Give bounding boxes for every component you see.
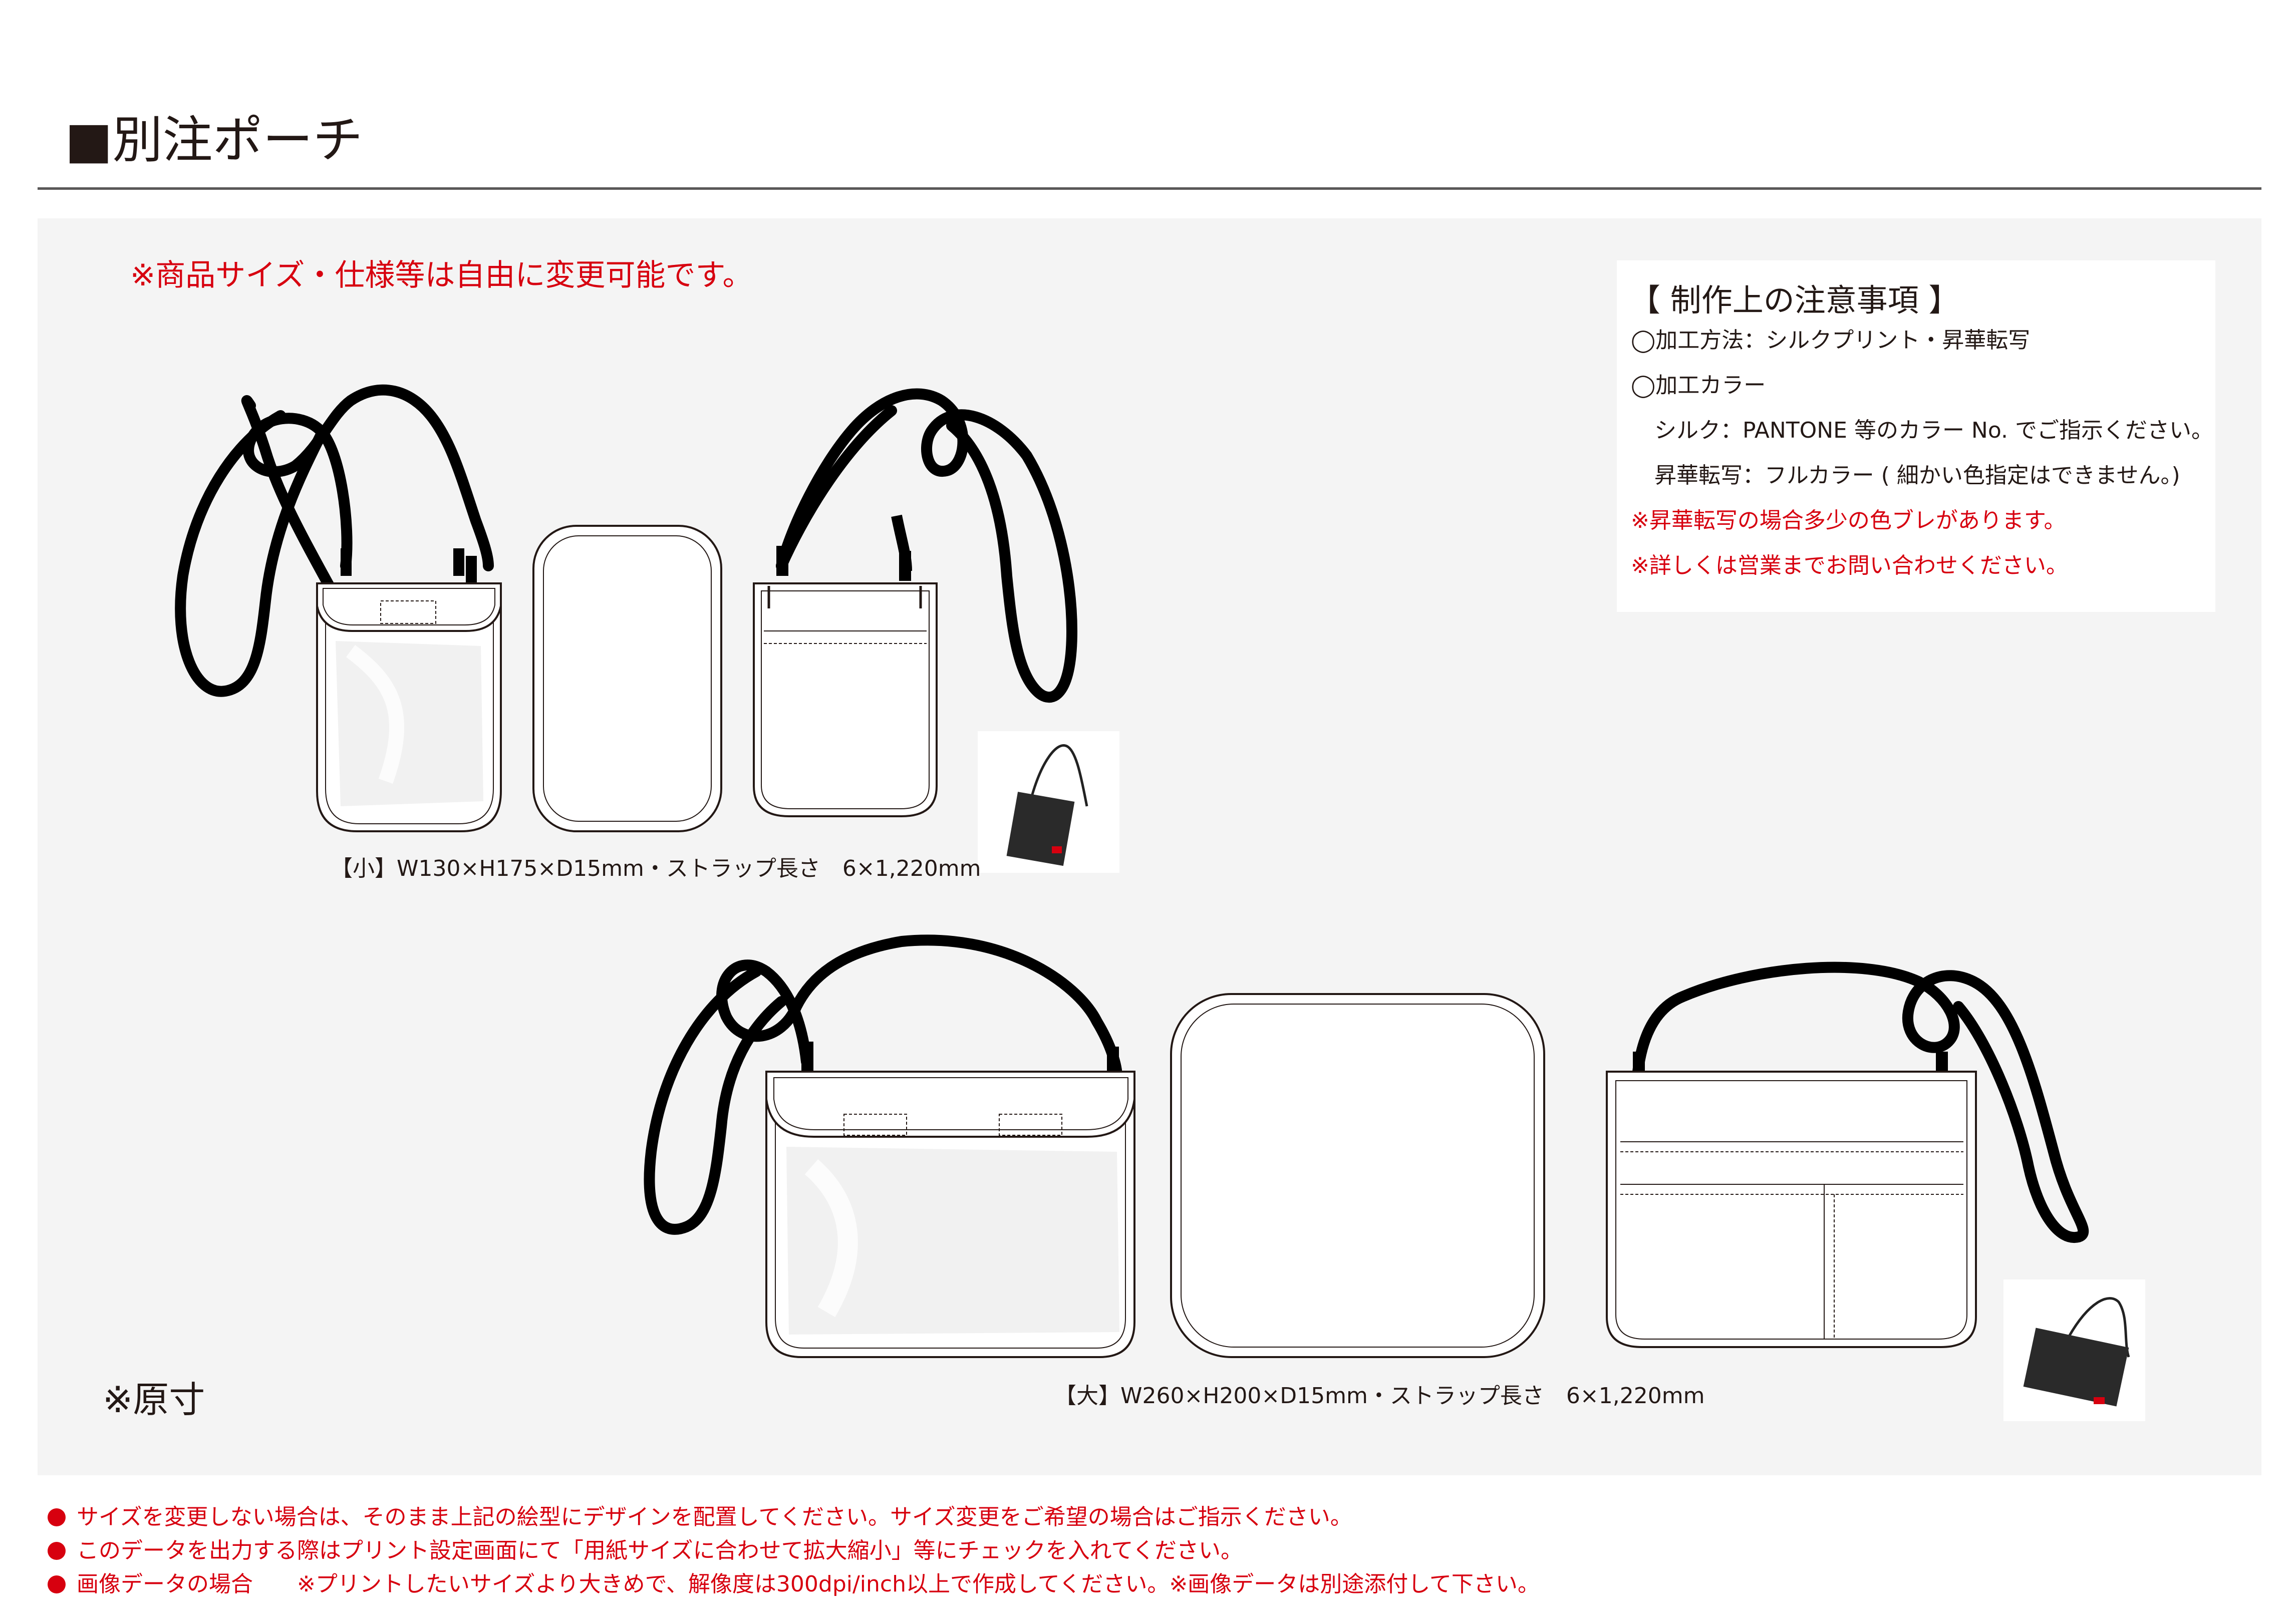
page-title: ■別注ポーチ: [65, 111, 363, 169]
large-pouch-caption: 【大】W260×H200×D15mm・ストラップ長さ 6×1,220mm: [1054, 1383, 1705, 1409]
production-notes: 【 制作上の注意事項 】 ◯加工方法：シルクプリント・昇華転写 ◯加工カラー シ…: [1617, 260, 2215, 612]
small-pouch-caption: 【小】W130×H175×D15mm・ストラップ長さ 6×1,220mm: [331, 856, 981, 881]
footer-note-image: 画像データの場合 ※プリントしたいサイズより大きめで、解像度は300dpi/in…: [48, 1569, 1540, 1599]
note-processing-method: ◯加工方法：シルクプリント・昇華転写: [1631, 328, 2031, 353]
red-bullet-icon: [48, 1508, 66, 1526]
original-size-label: ※原寸: [103, 1379, 205, 1421]
red-bullet-icon: [48, 1542, 66, 1560]
red-bullet-icon: [48, 1575, 66, 1593]
note-sublimation-color: 昇華転写：フルカラー ( 細かい色指定はできません。): [1654, 463, 2180, 488]
footer-note-image-text: 画像データの場合 ※プリントしたいサイズより大きめで、解像度は300dpi/in…: [77, 1571, 1540, 1597]
footer-note-size: サイズを変更しない場合は、そのまま上記の絵型にデザインを配置してください。サイズ…: [48, 1502, 1352, 1532]
footer-note-size-text: サイズを変更しない場合は、そのまま上記の絵型にデザインを配置してください。サイズ…: [77, 1504, 1352, 1530]
spec-change-notice: ※商品サイズ・仕様等は自由に変更可能です。: [130, 258, 753, 293]
note-color-variance: ※昇華転写の場合多少の色ブレがあります。: [1631, 508, 2066, 533]
note-silk-color: シルク：PANTONE 等のカラー No. でご指示ください。: [1654, 418, 2213, 443]
footer-note-print: このデータを出力する際はプリント設定画面にて「用紙サイズに合わせて拡大縮小」等に…: [48, 1536, 1243, 1566]
footer-note-print-text: このデータを出力する際はプリント設定画面にて「用紙サイズに合わせて拡大縮小」等に…: [77, 1538, 1243, 1563]
note-contact-sales: ※詳しくは営業までお問い合わせください。: [1631, 553, 2068, 578]
notes-title: 【 制作上の注意事項 】: [1629, 282, 1960, 318]
title-divider: [38, 187, 2261, 190]
note-color-heading: ◯加工カラー: [1631, 373, 1766, 398]
